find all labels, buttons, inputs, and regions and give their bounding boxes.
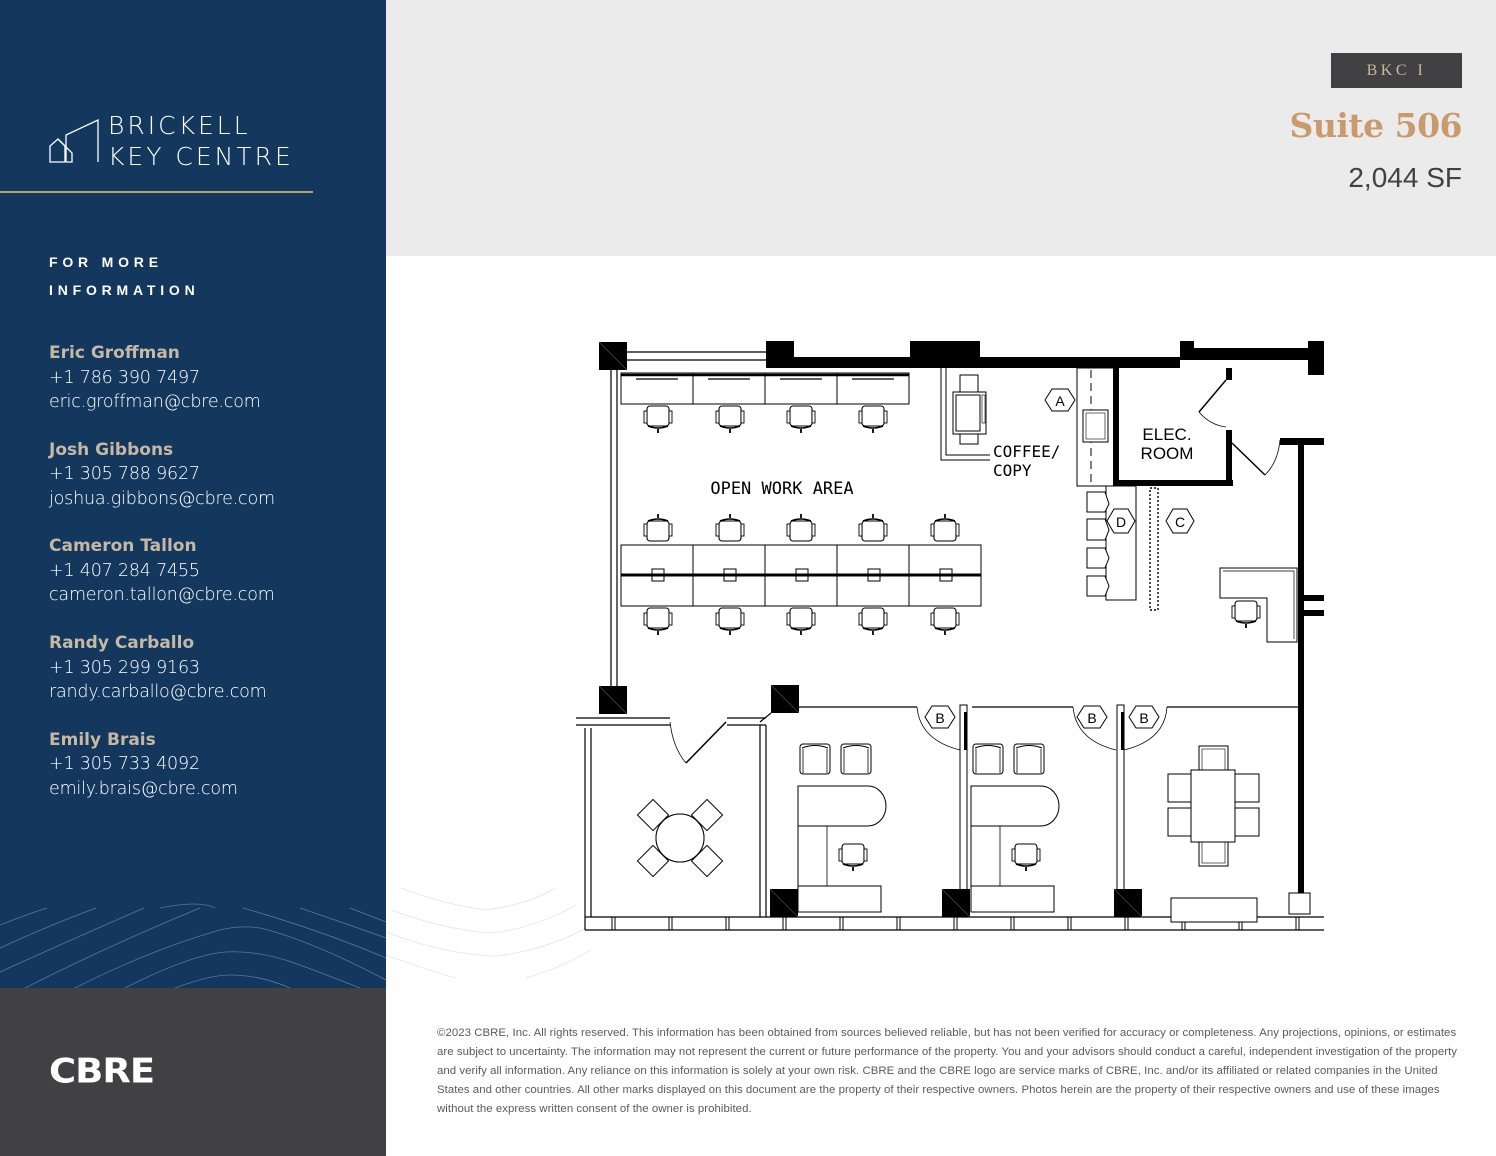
svg-text:B: B xyxy=(1087,710,1096,726)
cbre-logo: CBRE xyxy=(49,1051,155,1091)
contact-phone[interactable]: +1 407 284 7455 xyxy=(49,560,200,581)
contact-phone[interactable]: +1 786 390 7497 xyxy=(49,367,200,388)
building-logo-icon xyxy=(49,118,99,163)
elec-room-label-2: ROOM xyxy=(1141,444,1194,463)
top-workstations xyxy=(620,372,910,434)
contact-phone[interactable]: +1 305 299 9163 xyxy=(49,657,200,678)
gold-divider xyxy=(0,191,313,193)
sidebar: BRICKELL KEY CENTRE FOR MORE INFORMATION… xyxy=(0,0,386,988)
contact-card: Randy Carballo +1 305 299 9163 randy.car… xyxy=(49,631,275,728)
svg-text:B: B xyxy=(1139,710,1148,726)
floor-plan: OPEN WORK AREA COFF xyxy=(576,341,1324,931)
for-more-information-heading: FOR MORE INFORMATION xyxy=(49,248,200,304)
contact-card: Eric Groffman +1 786 390 7497 eric.groff… xyxy=(49,341,275,438)
contact-card: Emily Brais +1 305 733 4092 emily.brais@… xyxy=(49,728,275,825)
bench-workstations xyxy=(620,513,982,636)
contact-name: Cameron Tallon xyxy=(49,536,197,557)
private-office-1: B xyxy=(769,704,968,918)
svg-text:B: B xyxy=(935,710,944,726)
contact-card: Josh Gibbons +1 305 788 9627 joshua.gibb… xyxy=(49,438,275,535)
contact-card: Cameron Tallon +1 407 284 7455 cameron.t… xyxy=(49,534,275,631)
contact-phone[interactable]: +1 305 733 4092 xyxy=(49,754,200,775)
legal-disclaimer: ©2023 CBRE, Inc. All rights reserved. Th… xyxy=(437,1027,1458,1115)
svg-text:A: A xyxy=(1055,393,1065,409)
open-work-area-label: OPEN WORK AREA xyxy=(710,479,853,499)
sidebar-footer xyxy=(0,988,386,1156)
svg-text:D: D xyxy=(1116,514,1126,530)
elec-room-label-1: ELEC. xyxy=(1142,425,1191,444)
coffee-copy-label-1: COFFEE/ xyxy=(993,442,1060,461)
suite-size: 2,044 SF xyxy=(1348,162,1462,193)
kitchenette: A xyxy=(1044,367,1117,487)
contact-email[interactable]: joshua.gibbons@cbre.com xyxy=(49,488,275,509)
bar-counter: D xyxy=(1086,485,1137,601)
svg-text:C: C xyxy=(1175,514,1185,530)
private-office-2: B xyxy=(941,704,1143,918)
electrical-room: ELEC. ROOM xyxy=(1113,368,1281,486)
meeting-room: B xyxy=(1123,705,1311,923)
page-header: BKC I Suite 506 2,044 SF xyxy=(386,0,1496,256)
exterior-walls xyxy=(584,341,1324,931)
suite-title: Suite 506 xyxy=(1289,106,1463,145)
logo-line-1: BRICKELL xyxy=(108,111,251,140)
contact-name: Eric Groffman xyxy=(49,343,180,363)
coffee-copy-label-2: COPY xyxy=(993,461,1032,480)
heading-line-1: FOR MORE xyxy=(49,254,163,270)
contact-name: Randy Carballo xyxy=(49,633,195,654)
contact-email[interactable]: randy.carballo@cbre.com xyxy=(49,682,267,703)
contact-email[interactable]: eric.groffman@cbre.com xyxy=(49,392,261,412)
heading-line-2: INFORMATION xyxy=(49,282,200,298)
contact-name: Josh Gibbons xyxy=(49,439,174,460)
brickell-key-centre-logo: BRICKELL KEY CENTRE xyxy=(48,110,294,172)
contact-email[interactable]: cameron.tallon@cbre.com xyxy=(49,585,275,606)
small-conference-room xyxy=(576,717,767,917)
strip-c: C xyxy=(1149,487,1195,611)
decorative-wave-pattern-light xyxy=(386,887,592,979)
contact-name: Emily Brais xyxy=(49,729,156,750)
reception-desk xyxy=(1219,567,1298,643)
contact-phone[interactable]: +1 305 788 9627 xyxy=(49,464,200,485)
contact-list: Eric Groffman +1 786 390 7497 eric.groff… xyxy=(49,341,275,824)
copy-area: COFFEE/ COPY xyxy=(940,368,1060,480)
decorative-wave-pattern xyxy=(0,903,386,988)
contact-email[interactable]: emily.brais@cbre.com xyxy=(49,778,238,799)
logo-line-2: KEY CENTRE xyxy=(108,142,294,171)
building-badge: BKC I xyxy=(1331,53,1462,88)
